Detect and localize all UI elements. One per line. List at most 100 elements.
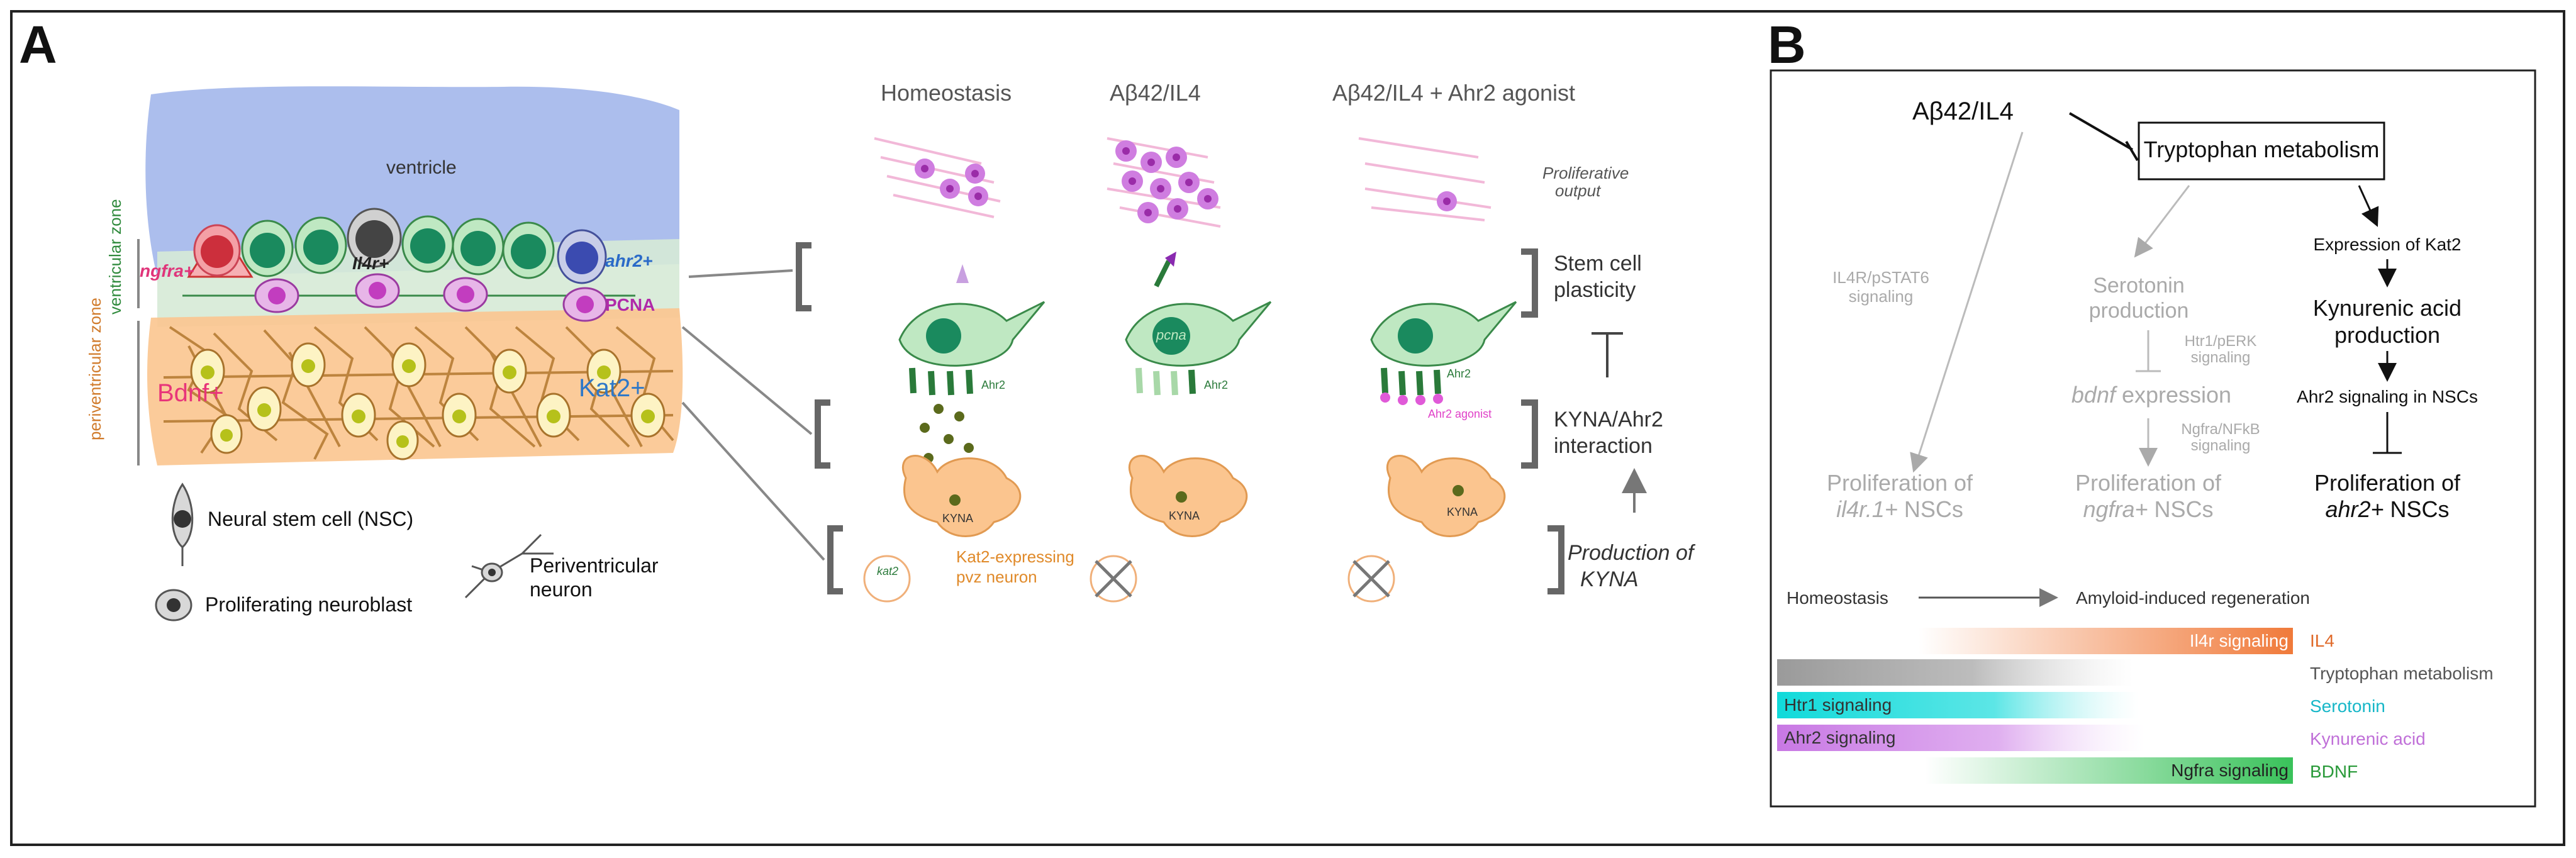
bar-il4 — [1919, 628, 2293, 654]
col3-kat2-neuron — [1386, 455, 1506, 537]
b-inhibit-bdnf — [2136, 330, 2161, 372]
b-prolif-ngfra-2: ngfra+ NSCs — [2083, 496, 2213, 522]
bar-ser — [1777, 692, 2139, 718]
col1-kat2-text: kat2 — [877, 565, 898, 577]
ventricle-label: ventricle — [386, 157, 457, 178]
b-arrow-kat2 — [2358, 185, 2379, 227]
production-kyna-2: KYNA — [1580, 567, 1639, 591]
panel-a-letter: A — [19, 15, 57, 74]
bar-trp — [1777, 659, 2133, 686]
legend-neuroblast-text: Proliferating neuroblast — [205, 593, 412, 616]
b-ngfra-1: Ngfra/NFkB — [2181, 421, 2260, 438]
col2-graphics — [1107, 137, 1272, 396]
il4r-label: Il4r+ — [352, 254, 389, 273]
b-htr1-2: signaling — [2191, 349, 2251, 366]
col2-ahr2: Ahr2 — [1204, 379, 1228, 391]
bdnf-label: Bdnf+ — [157, 379, 224, 407]
kyna-interaction-1: KYNA/Ahr2 — [1554, 408, 1663, 432]
col2-kyna: KYNA — [1169, 510, 1200, 522]
b-ngfra-2: signaling — [2191, 437, 2251, 454]
kat2-label: Kat2+ — [579, 374, 645, 402]
periventricular-zone-label: periventricular zone — [86, 298, 104, 440]
kat2-neuron-label-1: Kat2-expressing — [956, 547, 1074, 566]
periventricular-neurons — [190, 342, 666, 460]
inhibit-plasticity — [1592, 332, 1623, 377]
legend-neuron-text-1: Periventricular — [530, 554, 659, 577]
bar-bdnf-inner: Ngfra signaling — [2171, 760, 2289, 780]
legend-nsc-text: Neural stem cell (NSC) — [208, 508, 413, 530]
b-arrow-serotonin — [2134, 185, 2190, 258]
col-agonist: Aβ42/IL4 + Ahr2 agonist — [1332, 80, 1575, 106]
col1-kat2-nucleus — [949, 494, 961, 506]
b-prolif-il4r-2: il4r.1+ NSCs — [1836, 496, 1963, 522]
b-kat2-expr: Expression of Kat2 — [2313, 235, 2461, 254]
bar-kyn-inner: Ahr2 signaling — [1784, 728, 1895, 747]
bar-ser-outer: Serotonin — [2310, 696, 2385, 716]
col1-kyna: KYNA — [942, 512, 973, 525]
b-bdnf-expression: bdnf expression — [2071, 382, 2231, 408]
col3-graphics — [1358, 137, 1517, 405]
b-tryptophan: Tryptophan metabolism — [2144, 136, 2380, 162]
legend-neuron-text-2: neuron — [530, 578, 593, 601]
b-il4r-1: IL4R/pSTAT6 — [1832, 268, 1929, 287]
col1-graphics — [874, 137, 1045, 396]
bracket-stem — [796, 242, 1564, 594]
legend-neuroblast-icon — [155, 589, 192, 621]
col2-kat2-neuron — [1128, 455, 1248, 537]
col2-kat2-crossed — [1090, 555, 1137, 603]
col3-kyna: KYNA — [1447, 506, 1478, 518]
legend-nsc-icon — [171, 482, 194, 566]
b-trp-box — [2138, 121, 2385, 181]
pcna-label: PCNA — [605, 295, 655, 315]
bar-kyn — [1777, 725, 2145, 751]
col-abeta: Aβ42/IL4 — [1110, 80, 1201, 106]
col3-ahr2: Ahr2 — [1447, 367, 1471, 380]
bar-trp-outer: Tryptophan metabolism — [2310, 664, 2494, 683]
b-abeta: Aβ42/IL4 — [1912, 98, 2014, 125]
b-kynurenic-2: production — [2334, 322, 2440, 348]
col2-pcna: pcna — [1156, 327, 1186, 343]
nsc-row — [182, 208, 635, 322]
b-prolif-ahr2-1: Proliferation of — [2314, 470, 2461, 496]
b-prolif-ahr2-2: ahr2+ NSCs — [2325, 496, 2449, 522]
bar-kyn-outer: Kynurenic acid — [2310, 729, 2426, 749]
bar-bdnf — [1925, 757, 2293, 784]
b-il4r-2: signaling — [1849, 287, 1914, 306]
proliferative-output-1: Proliferative — [1542, 164, 1629, 182]
proliferative-output-2: output — [1555, 181, 1602, 200]
col1-kat2-gene — [863, 555, 911, 603]
b-homeostasis: Homeostasis — [1787, 588, 1888, 608]
b-arrow-il4r — [1910, 131, 2024, 473]
panel-b-letter: B — [1768, 15, 1806, 74]
connector-lines — [681, 269, 825, 561]
b-ahr2-nsc: Ahr2 signaling in NSCs — [2297, 387, 2478, 406]
col1-kat2-neuron — [901, 455, 1022, 537]
kyna-interaction-2: interaction — [1554, 434, 1653, 458]
stem-cell-plasticity-2: plasticity — [1554, 278, 1636, 302]
ventricular-zone-label: ventricular zone — [106, 199, 125, 315]
b-amyloid: Amyloid-induced regeneration — [2076, 588, 2310, 608]
bar-ser-inner: Htr1 signaling — [1784, 695, 1892, 715]
col3-kat2-nucleus — [1452, 485, 1464, 496]
stem-cell-plasticity-1: Stem cell — [1554, 252, 1642, 276]
b-serotonin-2: production — [2089, 299, 2189, 323]
b-prolif-ngfra-1: Proliferation of — [2075, 470, 2222, 496]
ngfra-label: ngfra+ — [140, 261, 194, 281]
figure-border — [10, 10, 2565, 846]
b-serotonin-1: Serotonin — [2093, 274, 2185, 298]
col3-agonist: Ahr2 agonist — [1428, 408, 1492, 420]
bar-il4-outer: IL4 — [2310, 631, 2334, 650]
bar-il4-inner: Il4r signaling — [2190, 631, 2289, 650]
b-prolif-il4r-1: Proliferation of — [1827, 470, 1973, 496]
col1-ahr2: Ahr2 — [981, 379, 1005, 391]
col-homeostasis: Homeostasis — [881, 80, 1012, 106]
col3-kat2-crossed — [1347, 555, 1395, 603]
col2-kat2-nucleus — [1176, 491, 1187, 503]
b-htr1-1: Htr1/pERK — [2185, 333, 2257, 350]
b-inhibit-ahr2 — [2373, 412, 2402, 454]
production-kyna-1: Production of — [1568, 541, 1696, 565]
b-inhibit-trp — [2068, 112, 2139, 162]
kat2-neuron-label-2: pvz neuron — [956, 567, 1037, 586]
b-kynurenic-1: Kynurenic acid — [2313, 295, 2462, 321]
